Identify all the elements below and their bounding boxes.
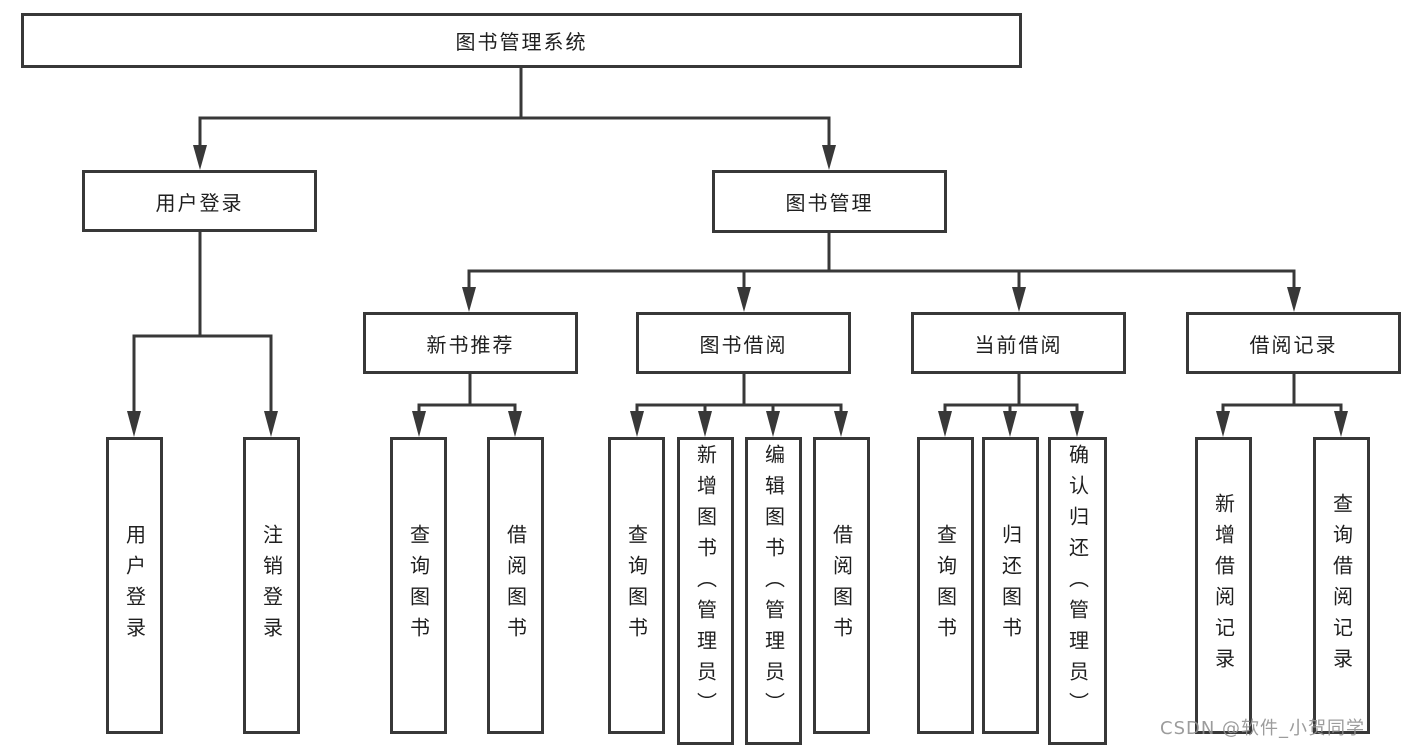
node-book-borrow: 图书借阅 <box>636 312 851 374</box>
node-book-management: 图书管理 <box>712 170 947 233</box>
leaf-label: 借阅图书 <box>829 523 854 648</box>
leaf-label: 注销登录 <box>259 523 284 648</box>
leaf-add-books-admin: 新增图书（管理员） <box>677 437 734 745</box>
leaf-add-borrow-record: 新增借阅记录 <box>1195 437 1252 734</box>
leaf-return-books: 归还图书 <box>982 437 1039 734</box>
node-label: 图书借阅 <box>699 332 788 357</box>
watermark: CSDN @软件_小贺同学 <box>1160 718 1366 739</box>
node-current-borrow: 当前借阅 <box>911 312 1126 374</box>
node-label: 图书管理系统 <box>455 30 588 54</box>
leaf-label: 查询图书 <box>406 523 431 648</box>
leaf-borrow-books-borrow: 借阅图书 <box>813 437 870 734</box>
node-label: 当前借阅 <box>974 332 1063 357</box>
node-label: 新书推荐 <box>426 332 515 357</box>
leaf-label: 编辑图书（管理员） <box>761 444 786 723</box>
leaf-label: 查询借阅记录 <box>1329 492 1354 679</box>
leaf-label: 确认归还（管理员） <box>1065 444 1090 723</box>
node-label: 用户登录 <box>155 190 244 215</box>
leaf-query-borrow-record: 查询借阅记录 <box>1313 437 1370 734</box>
leaf-query-books-borrow: 查询图书 <box>608 437 665 734</box>
leaf-label: 新增借阅记录 <box>1211 492 1236 679</box>
node-new-book-recommend: 新书推荐 <box>363 312 578 374</box>
leaf-label: 查询图书 <box>933 523 958 648</box>
leaf-edit-books-admin: 编辑图书（管理员） <box>745 437 802 745</box>
leaf-borrow-books-recommend: 借阅图书 <box>487 437 544 734</box>
leaf-label: 用户登录 <box>122 523 147 648</box>
leaf-query-books-recommend: 查询图书 <box>390 437 447 734</box>
leaf-label: 查询图书 <box>624 523 649 648</box>
leaf-confirm-return-admin: 确认归还（管理员） <box>1048 437 1107 745</box>
leaf-label: 借阅图书 <box>503 523 528 648</box>
node-label: 图书管理 <box>785 191 874 215</box>
node-library-system: 图书管理系统 <box>21 13 1022 68</box>
leaf-logout-login: 注销登录 <box>243 437 300 734</box>
node-user-login: 用户登录 <box>82 170 317 232</box>
leaf-label: 归还图书 <box>998 523 1023 648</box>
leaf-user-login: 用户登录 <box>106 437 163 734</box>
leaf-query-books-current: 查询图书 <box>917 437 974 734</box>
node-label: 借阅记录 <box>1249 332 1338 357</box>
leaf-label: 新增图书（管理员） <box>693 444 718 723</box>
node-borrow-records: 借阅记录 <box>1186 312 1401 374</box>
